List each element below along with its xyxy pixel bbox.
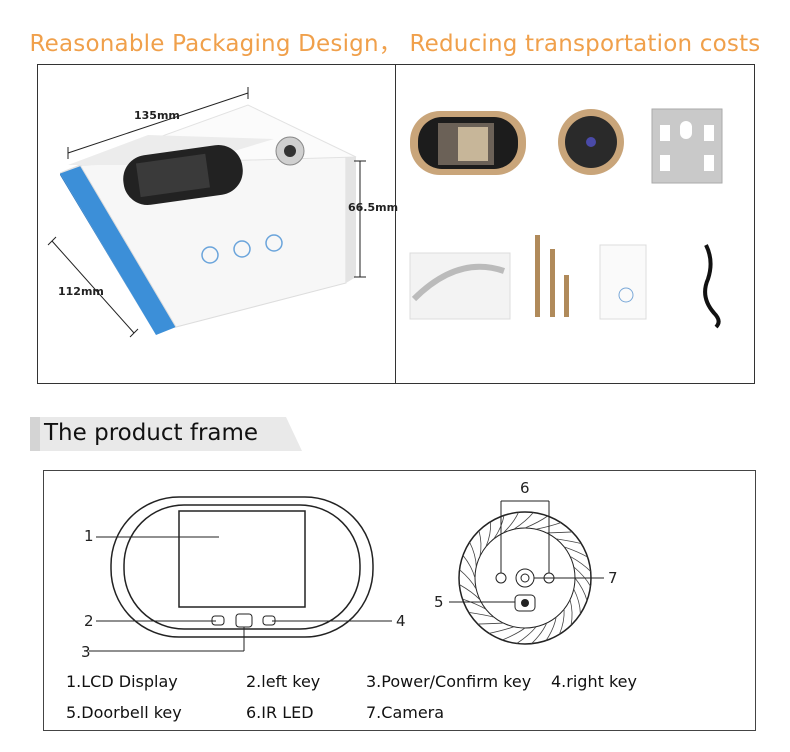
camera-ring-spoke [531, 622, 548, 644]
camera-ring-spoke [574, 577, 588, 601]
legend-right-key: 4.right key [551, 672, 637, 691]
box-right-side [346, 153, 356, 283]
camera-ring-spoke [478, 530, 482, 557]
legend-left-key: 2.left key [246, 672, 321, 691]
mounting-plate-image [651, 108, 723, 184]
camera-ring-spoke [558, 609, 565, 635]
camera-ring-spoke [556, 538, 582, 545]
camera-ring-spoke [513, 512, 534, 530]
camera-ring-spoke [569, 555, 591, 572]
lcd-display-outline [178, 510, 306, 608]
camera-ring-spoke [462, 598, 487, 610]
dim-height-label: 66.5mm [348, 201, 399, 214]
package-contents-panel: 135mm 66.5mm 112mm [37, 64, 755, 384]
package-illustration [47, 87, 723, 338]
panel-divider [395, 65, 396, 383]
callout-5: 5 [434, 593, 444, 611]
callout-7: 7 [608, 569, 618, 587]
camera-ring-spoke [468, 611, 494, 618]
camera-ring-spoke [469, 541, 477, 567]
legend-camera: 7.Camera [366, 703, 445, 722]
camera-ring-spoke [493, 515, 505, 540]
camera-ring-spoke [573, 566, 591, 587]
camera-ring-spoke [489, 626, 515, 634]
callout-4: 4 [396, 612, 406, 630]
legend-ir-led: 6.IR LED [246, 703, 314, 722]
camera-ring-spoke [524, 515, 548, 529]
camera-ring-spoke [477, 622, 504, 625]
camera-ring-spoke [573, 588, 581, 614]
camera-ring-spoke [485, 521, 492, 547]
camera-ring-spoke [462, 555, 476, 579]
product-frame-diagram [89, 496, 604, 652]
monitor-outline [110, 496, 374, 638]
product-frame-panel: 1 2 3 4 5 6 7 1.LCD Display 2.left key 3… [43, 470, 756, 731]
camera-ring-spoke [502, 627, 526, 641]
callout-2: 2 [84, 612, 94, 630]
camera-ring-spoke [536, 522, 561, 530]
camera-ring-spoke [546, 531, 573, 534]
cable-image [703, 244, 721, 329]
dim-length-label: 135mm [134, 109, 180, 122]
camera-ring-spoke [545, 617, 557, 641]
certificate-card-image [599, 244, 647, 320]
camera-ring-spoke [459, 569, 477, 590]
page-headline: Reasonable Packaging Design， Reducing tr… [29, 31, 761, 57]
legend-doorbell-key: 5.Doorbell key [66, 703, 182, 722]
legend-power-confirm-key: 3.Power/Confirm key [366, 672, 532, 691]
camera-ring-spoke [569, 599, 573, 626]
screws-image [535, 235, 540, 317]
section-title: The product frame [44, 420, 259, 446]
callout-3: 3 [81, 643, 91, 661]
legend-lcd-display: 1.LCD Display [66, 672, 178, 691]
section-title-banner: The product frame [30, 417, 302, 451]
camera-ring-spoke [459, 584, 481, 600]
camera-ring-spoke [503, 512, 519, 534]
camera-ring-spoke [563, 546, 588, 558]
box-blue-side [60, 165, 176, 335]
camera-ring-spoke [516, 626, 537, 644]
callout-1: 1 [84, 527, 94, 545]
callout-6: 6 [520, 479, 530, 497]
dim-width-label: 112mm [58, 285, 104, 298]
